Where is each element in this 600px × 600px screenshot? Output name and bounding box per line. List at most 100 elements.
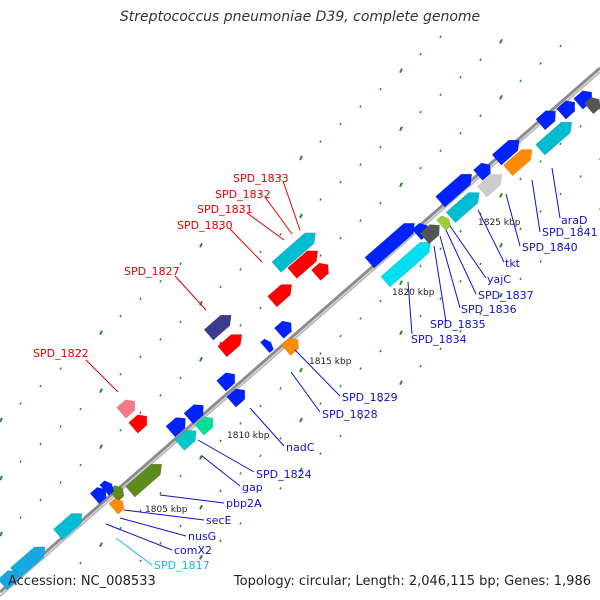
gene-feature	[183, 404, 204, 425]
connector-arad	[551, 167, 561, 219]
tick-mark	[399, 182, 403, 188]
tick-mark	[159, 337, 162, 341]
connector-yajc	[449, 225, 487, 279]
tick-mark	[499, 242, 503, 248]
tick-mark	[299, 213, 303, 219]
connector-spd1824	[197, 439, 255, 473]
tick-mark	[559, 44, 562, 48]
tick-mark	[379, 201, 382, 205]
tick-mark	[239, 422, 242, 425]
tick-mark	[339, 334, 342, 338]
gene-label-spd1824: SPD_1824	[256, 468, 312, 481]
label-connectors	[85, 167, 561, 566]
gene-label-spd1829: SPD_1829	[342, 391, 398, 404]
tick-mark	[399, 280, 403, 286]
tick-mark	[99, 444, 103, 450]
tick-mark	[239, 210, 242, 213]
tick-mark	[219, 489, 222, 493]
tick-mark	[319, 402, 322, 405]
gene-label-spd1835: SPD_1835	[430, 318, 486, 331]
tick-mark	[339, 384, 342, 388]
connector-spd1841	[531, 179, 541, 233]
gene-feature	[267, 284, 293, 308]
tick-mark	[279, 175, 282, 178]
tick-mark	[259, 404, 262, 408]
connector-gap	[201, 455, 241, 487]
gene-feature	[281, 337, 299, 356]
gene-feature	[435, 173, 473, 208]
connector-spd1817	[115, 537, 153, 566]
tick-mark	[399, 330, 403, 336]
tick-mark	[99, 542, 103, 548]
tick-mark	[519, 177, 522, 181]
gene-label-spd1840: SPD_1840	[522, 241, 578, 254]
gene-label-spd1831: SPD_1831	[197, 203, 253, 216]
scale-label-1810: 1810 kbp	[227, 431, 270, 441]
tick-mark	[199, 300, 203, 306]
tick-mark	[159, 393, 162, 397]
gene-feature	[52, 513, 83, 541]
tick-mark	[319, 140, 322, 143]
tick-mark	[579, 125, 582, 128]
tick-mark	[379, 87, 382, 91]
gene-feature	[535, 121, 573, 156]
tick-mark	[99, 388, 103, 394]
tick-mark	[559, 242, 562, 246]
gene-label-spd1822: SPD_1822	[33, 347, 89, 360]
gene-feature	[311, 262, 329, 281]
tick-mark	[39, 384, 42, 388]
tick-mark	[579, 175, 582, 178]
connector-spd1827	[174, 275, 207, 311]
gene-feature	[9, 546, 46, 579]
tick-mark	[419, 110, 422, 114]
tick-mark	[219, 341, 222, 345]
connector-spd1822	[85, 359, 119, 393]
tick-mark	[339, 434, 342, 438]
connector-spd1831	[246, 212, 285, 241]
gene-label-spd1832: SPD_1832	[215, 188, 271, 201]
tick-mark	[0, 475, 3, 481]
tick-mark	[539, 260, 542, 263]
tick-mark	[559, 192, 562, 196]
tick-mark	[479, 114, 482, 118]
connector-spd1829	[294, 349, 341, 397]
tick-mark	[359, 105, 362, 108]
tick-mark	[259, 250, 262, 254]
tick-mark	[159, 541, 162, 545]
gene-feature	[419, 224, 440, 245]
tick-mark	[239, 472, 242, 475]
tick-mark	[279, 233, 282, 236]
tick-mark	[299, 367, 303, 373]
tick-mark	[239, 522, 242, 525]
connector-sece	[123, 509, 205, 521]
gene-label-spd1817: SPD_1817	[154, 559, 210, 572]
tick-mark	[139, 297, 142, 301]
tick-mark	[139, 355, 142, 359]
tick-mark	[119, 428, 122, 432]
tick-mark	[519, 227, 522, 231]
tick-mark	[239, 324, 242, 327]
tick-mark	[339, 236, 342, 240]
tick-mark	[499, 38, 503, 44]
tick-mark	[179, 262, 182, 266]
tick-mark	[379, 299, 382, 303]
tick-mark	[119, 372, 122, 376]
connector-spd1828	[290, 371, 321, 413]
gene-label-gap: gap	[242, 481, 263, 494]
scale-label-1815: 1815 kbp	[309, 357, 352, 367]
tick-mark	[419, 52, 422, 56]
tick-mark	[419, 166, 422, 170]
tick-mark	[379, 145, 382, 149]
tick-mark	[159, 491, 162, 495]
tick-mark	[539, 210, 542, 213]
connector-spd1837	[445, 229, 477, 295]
gene-feature	[556, 100, 576, 120]
connector-nusg	[119, 517, 187, 537]
accession-text: Accession: NC_008533	[8, 574, 156, 589]
gene-labels: SPD_1833 SPD_1832 SPD_1831 SPD_1830 SPD_…	[33, 172, 598, 572]
tick-mark	[439, 247, 442, 251]
tick-mark	[119, 314, 122, 318]
tick-mark	[179, 524, 182, 528]
gene-label-spd1834: SPD_1834	[411, 333, 467, 346]
gene-feature	[274, 320, 292, 339]
